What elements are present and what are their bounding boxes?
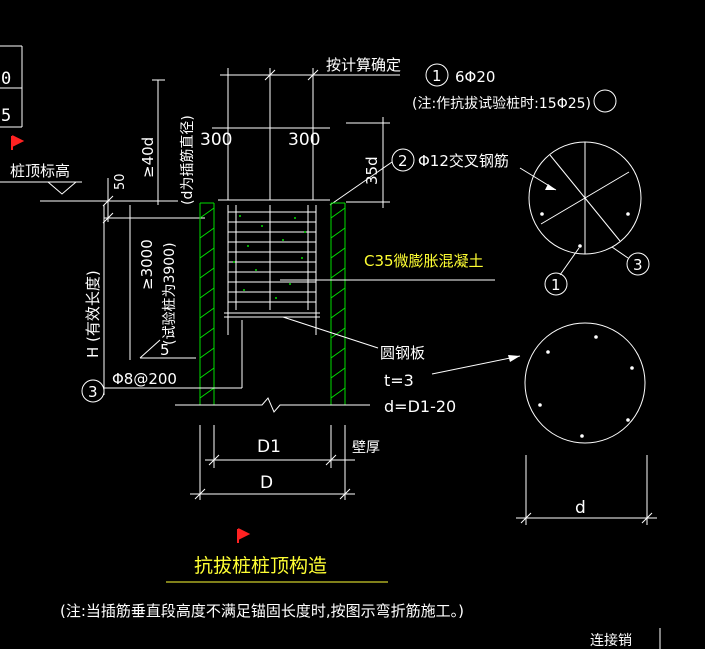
anchor-note: (d为插筋直径) xyxy=(179,115,196,205)
test-pile-note: (试验桩为3900) xyxy=(161,242,178,345)
top-dimensions: 按计算确定 300 300 xyxy=(200,56,401,200)
calc-note: 按计算确定 xyxy=(326,56,401,74)
dim-d: d xyxy=(575,498,586,518)
flag-icon xyxy=(237,528,251,543)
dim-300-right: 300 xyxy=(288,130,320,150)
rebar2-mark: 2 xyxy=(398,152,408,170)
dim-D1: D1 xyxy=(257,437,281,457)
dim-50: 50 xyxy=(113,173,128,190)
rebar3-callout: 3 Φ8@200 xyxy=(81,370,177,403)
stirrup-spec: Φ8@200 xyxy=(112,370,177,388)
section-circle-bottom: d xyxy=(516,322,657,525)
section-circle-top: 1 3 xyxy=(519,141,650,296)
pile-top-elevation: 桩顶标高 50 xyxy=(0,162,205,224)
effective-length-dim: H (有效长度) xyxy=(84,205,105,395)
rebar1-callout: 1 6Φ20 (注:作抗拔试验桩时:15Φ25) xyxy=(412,63,617,113)
dim-300-left: 300 xyxy=(200,130,232,150)
corner-text: 连接销 xyxy=(590,632,632,649)
frame-top-char: 0 xyxy=(1,69,11,89)
drawing-title: 抗拔桩桩顶构造 xyxy=(194,555,327,577)
frame-bottom-char: 5 xyxy=(1,106,11,126)
left-frame: 0 5 xyxy=(0,45,23,128)
pile-body xyxy=(104,199,370,413)
rebar2-callout: 2 Φ12交叉钢筋 xyxy=(329,148,509,206)
bottom-dimensions: D1 D 壁厚 xyxy=(190,425,380,500)
dim-D: D xyxy=(260,473,273,493)
rebar2-spec: Φ12交叉钢筋 xyxy=(418,152,509,170)
dim-5: 5 xyxy=(160,341,170,359)
plate-t: t=3 xyxy=(384,371,414,390)
dim-35d-group: 35d xyxy=(346,117,390,208)
anchor-40d: ≥40d xyxy=(139,137,157,178)
pile-top-label: 桩顶标高 xyxy=(10,162,70,180)
dim-35d: 35d xyxy=(363,156,381,185)
anchor-dim: ≥40d (d为插筋直径) xyxy=(139,79,196,205)
rebar3-mark: 3 xyxy=(88,383,98,401)
dim-3000: ≥3000 xyxy=(138,239,156,290)
footnote: (注:当插筋垂直段高度不满足锚固长度时,按图示弯折筋施工。) xyxy=(60,602,464,620)
wall-thickness: 壁厚 xyxy=(352,440,380,456)
plate-d: d=D1-20 xyxy=(384,397,456,416)
concrete-label: C35微膨胀混凝土 xyxy=(364,252,484,270)
plate-callout: 圆钢板 t=3 d=D1-20 xyxy=(282,316,521,416)
concrete-callout: C35微膨胀混凝土 xyxy=(280,252,495,281)
plate-label: 圆钢板 xyxy=(380,344,425,362)
dim-3000-group: ≥3000 (试验桩为3900) 5 xyxy=(129,205,196,360)
rebar1-mark: 1 xyxy=(432,67,442,85)
circle1-mark1: 1 xyxy=(551,276,561,294)
effective-length-label: H (有效长度) xyxy=(84,270,102,358)
rebar1-spec: 6Φ20 xyxy=(455,68,495,86)
circle1-mark3: 3 xyxy=(633,256,643,274)
rebar1-note: (注:作抗拔试验桩时:15Φ25) xyxy=(412,95,591,112)
flag-icon xyxy=(11,135,25,150)
